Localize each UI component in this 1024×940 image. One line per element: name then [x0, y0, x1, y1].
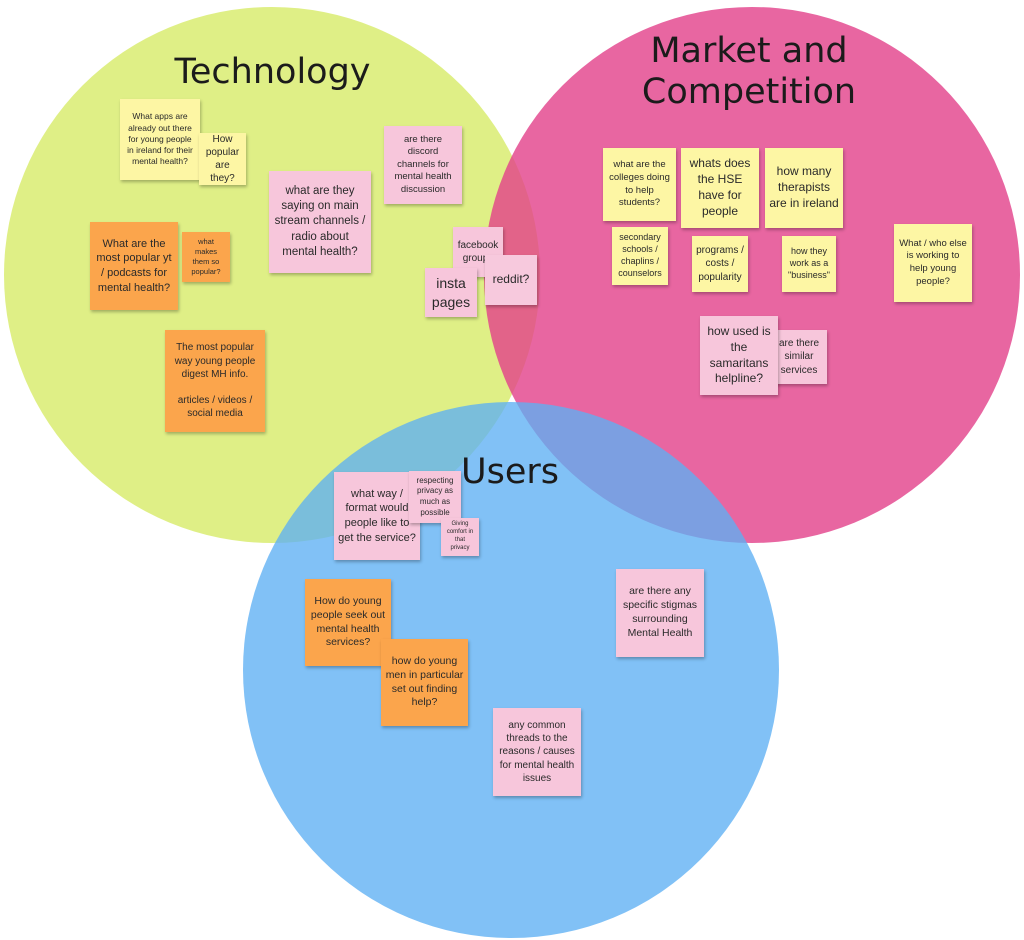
- note-text: facebook groups: [457, 239, 499, 264]
- sticky-note-young-men[interactable]: how do young men in particular set out f…: [381, 639, 468, 726]
- sticky-note-discord[interactable]: are there discord channels for mental he…: [384, 126, 462, 204]
- note-text: what are the colleges doing to help stud…: [609, 159, 670, 209]
- note-text: what are they saying on main stream chan…: [274, 185, 366, 258]
- note-text: are there similar services: [778, 338, 820, 376]
- users-circle: [243, 402, 779, 938]
- sticky-note-reddit[interactable]: reddit?: [485, 255, 537, 305]
- sticky-note-similar-services[interactable]: are there similar services: [771, 330, 827, 384]
- note-text: reddit?: [492, 272, 530, 287]
- note-text: The most popular way young people digest…: [174, 342, 256, 420]
- sticky-note-digest-mh-info[interactable]: The most popular way young people digest…: [165, 330, 265, 432]
- sticky-note-format[interactable]: what way / format would people like to g…: [334, 472, 420, 560]
- sticky-note-who-else[interactable]: What / who else is working to help young…: [894, 224, 972, 302]
- note-text: insta pages: [431, 275, 471, 310]
- note-text: any common threads to the reasons / caus…: [499, 720, 575, 784]
- note-text: how used is the samaritans helpline?: [707, 323, 771, 386]
- sticky-note-how-popular[interactable]: How popular are they?: [199, 133, 246, 185]
- sticky-note-colleges[interactable]: what are the colleges doing to help stud…: [603, 148, 676, 221]
- note-text: How do young people seek out mental heal…: [310, 594, 386, 649]
- sticky-note-programs[interactable]: programs / costs / popularity: [692, 236, 748, 292]
- sticky-note-respecting-privacy[interactable]: respecting privacy as much as possible: [409, 471, 461, 523]
- sticky-note-what-makes-popular[interactable]: what makes them so popular?: [182, 232, 230, 282]
- sticky-note-seek-out[interactable]: How do young people seek out mental heal…: [305, 579, 391, 666]
- note-text: What / who else is working to help young…: [899, 237, 967, 287]
- sticky-note-samaritans[interactable]: how used is the samaritans helpline?: [700, 316, 778, 395]
- sticky-note-hse[interactable]: whats does the HSE have for people: [681, 148, 759, 228]
- note-text: how do young men in particular set out f…: [385, 654, 464, 709]
- sticky-note-giving-comfort[interactable]: Giving comfort in that privacy: [441, 518, 479, 556]
- note-text: are there discord channels for mental he…: [394, 133, 452, 195]
- note-text: programs / costs / popularity: [696, 245, 744, 283]
- sticky-note-apps-ireland[interactable]: What apps are already out there for youn…: [120, 99, 200, 180]
- note-text: how they work as a "business": [788, 246, 830, 280]
- note-text: what makes them so popular?: [191, 237, 221, 276]
- sticky-note-common-threads[interactable]: any common threads to the reasons / caus…: [493, 708, 581, 796]
- technology-heading: Technology: [174, 52, 371, 92]
- sticky-note-yt-podcasts[interactable]: What are the most popular yt / podcasts …: [90, 222, 178, 310]
- sticky-note-main-stream[interactable]: what are they saying on main stream chan…: [269, 171, 371, 273]
- sticky-note-insta-pages[interactable]: insta pages: [425, 268, 477, 317]
- sticky-note-stigmas[interactable]: are there any specific stigmas surroundi…: [616, 569, 704, 657]
- note-text: respecting privacy as much as possible: [416, 475, 454, 517]
- note-text: are there any specific stigmas surroundi…: [622, 585, 698, 639]
- sticky-note-business[interactable]: how they work as a "business": [782, 236, 836, 292]
- sticky-note-secondary-schools[interactable]: secondary schools / chaplins / counselor…: [612, 227, 668, 285]
- note-text: What apps are already out there for youn…: [127, 111, 193, 167]
- note-text: How popular are they?: [205, 133, 240, 185]
- note-text: Giving comfort in that privacy: [446, 521, 474, 551]
- note-text: What are the most popular yt / podcasts …: [96, 237, 172, 294]
- market-competition-heading: Market and Competition: [641, 31, 857, 113]
- note-text: secondary schools / chaplins / counselor…: [618, 232, 662, 278]
- sticky-note-therapists[interactable]: how many therapists are in ireland: [765, 148, 843, 228]
- users-heading: Users: [460, 452, 559, 492]
- note-text: what way / format would people like to g…: [338, 487, 416, 544]
- note-text: whats does the HSE have for people: [689, 156, 751, 218]
- note-text: how many therapists are in ireland: [769, 164, 839, 210]
